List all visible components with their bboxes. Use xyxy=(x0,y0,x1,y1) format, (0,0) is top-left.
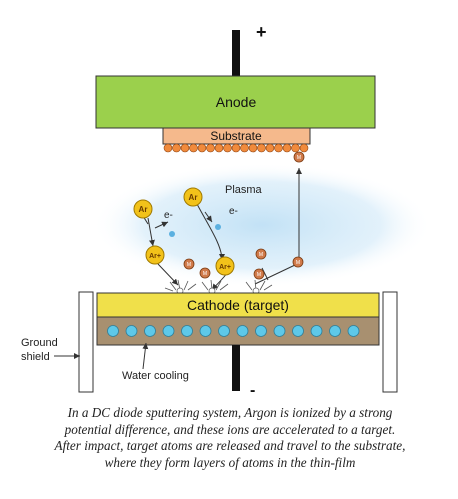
electron-left: e- xyxy=(164,210,175,237)
svg-text:M: M xyxy=(296,260,300,266)
metal-atom-e: M xyxy=(292,256,304,268)
cooling-channel xyxy=(162,325,175,337)
anode-lead xyxy=(232,30,240,76)
impact-bursts xyxy=(164,279,273,292)
cooling-channel xyxy=(144,325,156,337)
svg-text:e-: e- xyxy=(164,210,173,221)
cooling-channel xyxy=(255,325,267,337)
svg-text:M: M xyxy=(297,155,301,161)
svg-text:M: M xyxy=(259,252,263,258)
substrate-atom xyxy=(231,143,241,153)
cooling-channel xyxy=(310,325,323,337)
cooling-channel xyxy=(181,325,193,337)
plus-sign: + xyxy=(256,22,267,42)
diagram-caption: In a DC diode sputtering system, Argon i… xyxy=(10,405,450,471)
cooling-channel xyxy=(236,325,249,337)
argon-atom-left: Ar xyxy=(133,199,153,219)
arrow-argon-to-ion-left xyxy=(147,217,155,247)
cooling-channel xyxy=(347,325,360,337)
electron-right: e- xyxy=(215,206,238,230)
svg-text:Ar: Ar xyxy=(189,193,198,202)
substrate-label: Substrate xyxy=(210,129,262,143)
ground-shield-right xyxy=(382,291,398,393)
cooling-channel xyxy=(292,325,304,337)
substrate-atom xyxy=(180,143,190,153)
substrate-atom xyxy=(240,143,249,153)
svg-text:Ar: Ar xyxy=(139,205,148,214)
substrate-atom xyxy=(282,143,292,153)
arrow-argon-to-ion-right xyxy=(196,203,225,261)
water-cooling-channels xyxy=(107,325,360,337)
caption-line-2: potential difference, and these ions are… xyxy=(64,421,396,437)
substrate-atom xyxy=(172,143,181,153)
water-cooling-pointer xyxy=(142,342,149,370)
caption-line-1: In a DC diode sputtering system, Argon i… xyxy=(67,405,393,420)
substrate-atom xyxy=(206,143,215,153)
caption-line-3: After impact, target atoms are released … xyxy=(54,438,406,453)
substrate-atom xyxy=(223,143,232,153)
arrow-ion-to-target-left xyxy=(157,263,179,286)
svg-text:e-: e- xyxy=(229,206,238,217)
svg-text:M: M xyxy=(203,271,207,277)
substrate-atom xyxy=(197,143,207,153)
substrate-atom xyxy=(189,143,198,153)
anode-label: Anode xyxy=(216,94,257,110)
ground-shield-label-2: shield xyxy=(21,351,50,363)
substrate-atom xyxy=(291,143,300,153)
argon-ion-left: Ar+ xyxy=(145,245,165,265)
svg-text:M: M xyxy=(187,262,191,268)
argon-atom-right: Ar xyxy=(183,187,203,207)
cooling-channel xyxy=(218,325,230,337)
minus-sign: - xyxy=(250,382,255,399)
svg-text:Ar+: Ar+ xyxy=(149,253,161,260)
substrate-atom xyxy=(214,143,224,153)
plasma-cloud xyxy=(92,163,432,287)
plasma-label: Plasma xyxy=(225,184,263,196)
cooling-channel xyxy=(107,325,119,337)
cooling-channel xyxy=(273,325,286,337)
cooling-channel xyxy=(329,325,341,337)
cathode-target xyxy=(96,292,380,318)
substrate-atom xyxy=(257,143,266,153)
argon-ion-right: Ar+ xyxy=(215,256,235,276)
svg-text:Ar+: Ar+ xyxy=(219,264,231,271)
arrow-metal-mid xyxy=(254,264,296,285)
svg-text:M: M xyxy=(257,272,261,278)
caption-line-4: where they form layers of atoms in the t… xyxy=(104,454,356,470)
metal-atom-arriving: M xyxy=(293,151,305,163)
anode xyxy=(95,75,376,129)
arrow-electron-left xyxy=(154,221,169,229)
ground-shield-left xyxy=(78,291,94,393)
substrate-atom xyxy=(299,143,309,153)
arrow-electron-right xyxy=(204,211,213,223)
ground-shield-label-1: Ground xyxy=(21,337,58,349)
metal-atom-d: M xyxy=(253,268,265,280)
cathode-lead xyxy=(232,345,240,391)
substrate-atom xyxy=(265,143,275,153)
substrate-atom xyxy=(248,143,258,153)
water-cooling-label: Water cooling xyxy=(122,370,189,382)
metal-atom-b: M xyxy=(199,267,211,279)
substrate-atom xyxy=(163,143,173,153)
cathode-label: Cathode (target) xyxy=(187,297,289,313)
substrate-atom-layer xyxy=(163,143,309,153)
metal-atom-c: M xyxy=(255,248,267,260)
metal-atom-a: M xyxy=(183,258,195,270)
cooling-channel xyxy=(125,325,138,337)
substrate-atom xyxy=(274,143,283,153)
cooling-channel xyxy=(199,325,212,337)
